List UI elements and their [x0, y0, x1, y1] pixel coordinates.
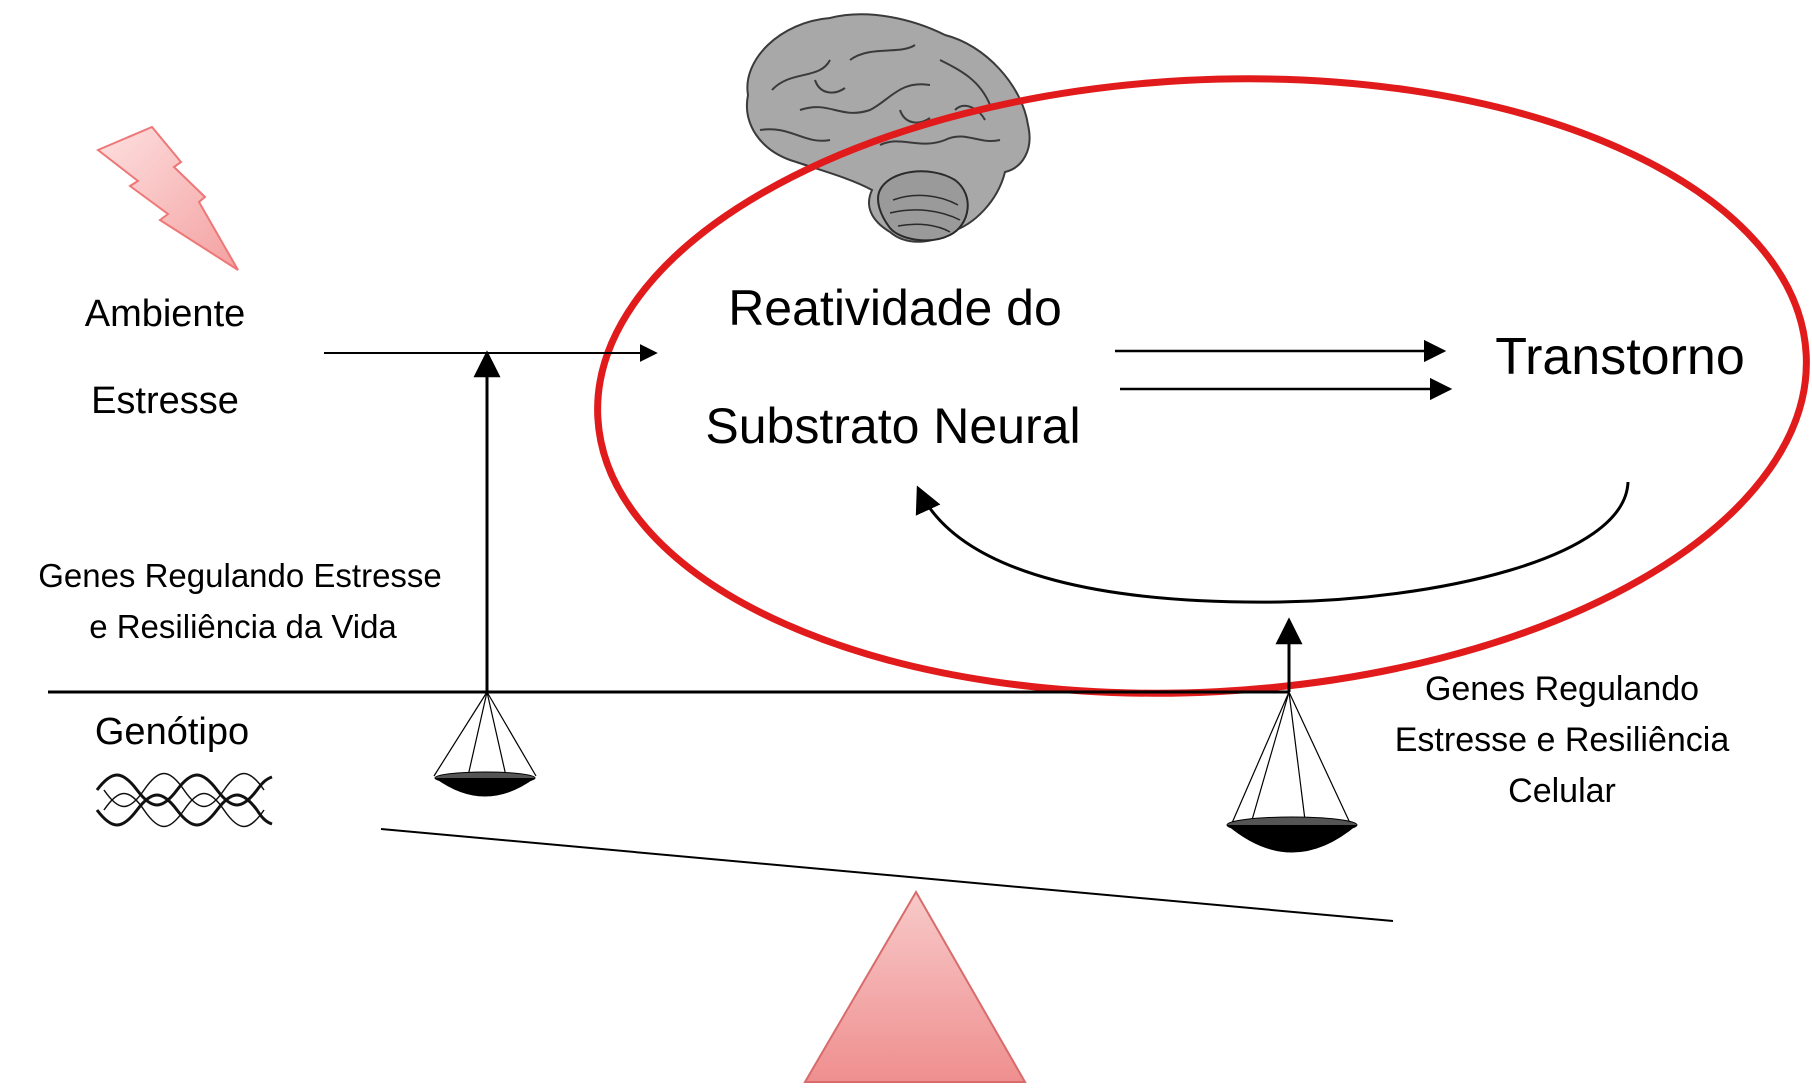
dna-helix-icon: [95, 772, 273, 828]
triangle-fulcrum-icon: [803, 890, 1027, 1083]
transtorno-label: Transtorno: [1495, 328, 1745, 386]
lightning-bolt-icon: [96, 125, 239, 271]
genes-celular-label-line1: Genes Regulando: [1425, 670, 1699, 708]
right-scale-pan: [1226, 691, 1358, 853]
estresse-label: Estresse: [91, 380, 239, 422]
genes-vida-label-line1: Genes Regulando Estresse: [38, 557, 442, 594]
left-scale-pan: [433, 691, 537, 797]
balance-beam: [380, 828, 1394, 922]
reatividade-label-line1: Reatividade do: [728, 280, 1062, 336]
feedback-arrow: [915, 481, 1630, 604]
reatividade-label-line2: Substrato Neural: [705, 398, 1080, 454]
brain-icon: [745, 13, 1031, 243]
genes-celular-label-line2: Estresse e Resiliência: [1395, 721, 1730, 759]
genes-vida-label-line2: e Resiliência da Vida: [89, 608, 397, 645]
ambiente-label: Ambiente: [85, 293, 246, 335]
highlight-ellipse: [594, 75, 1810, 697]
genotipo-label: Genótipo: [95, 711, 249, 753]
genes-celular-label-line3: Celular: [1508, 772, 1616, 810]
